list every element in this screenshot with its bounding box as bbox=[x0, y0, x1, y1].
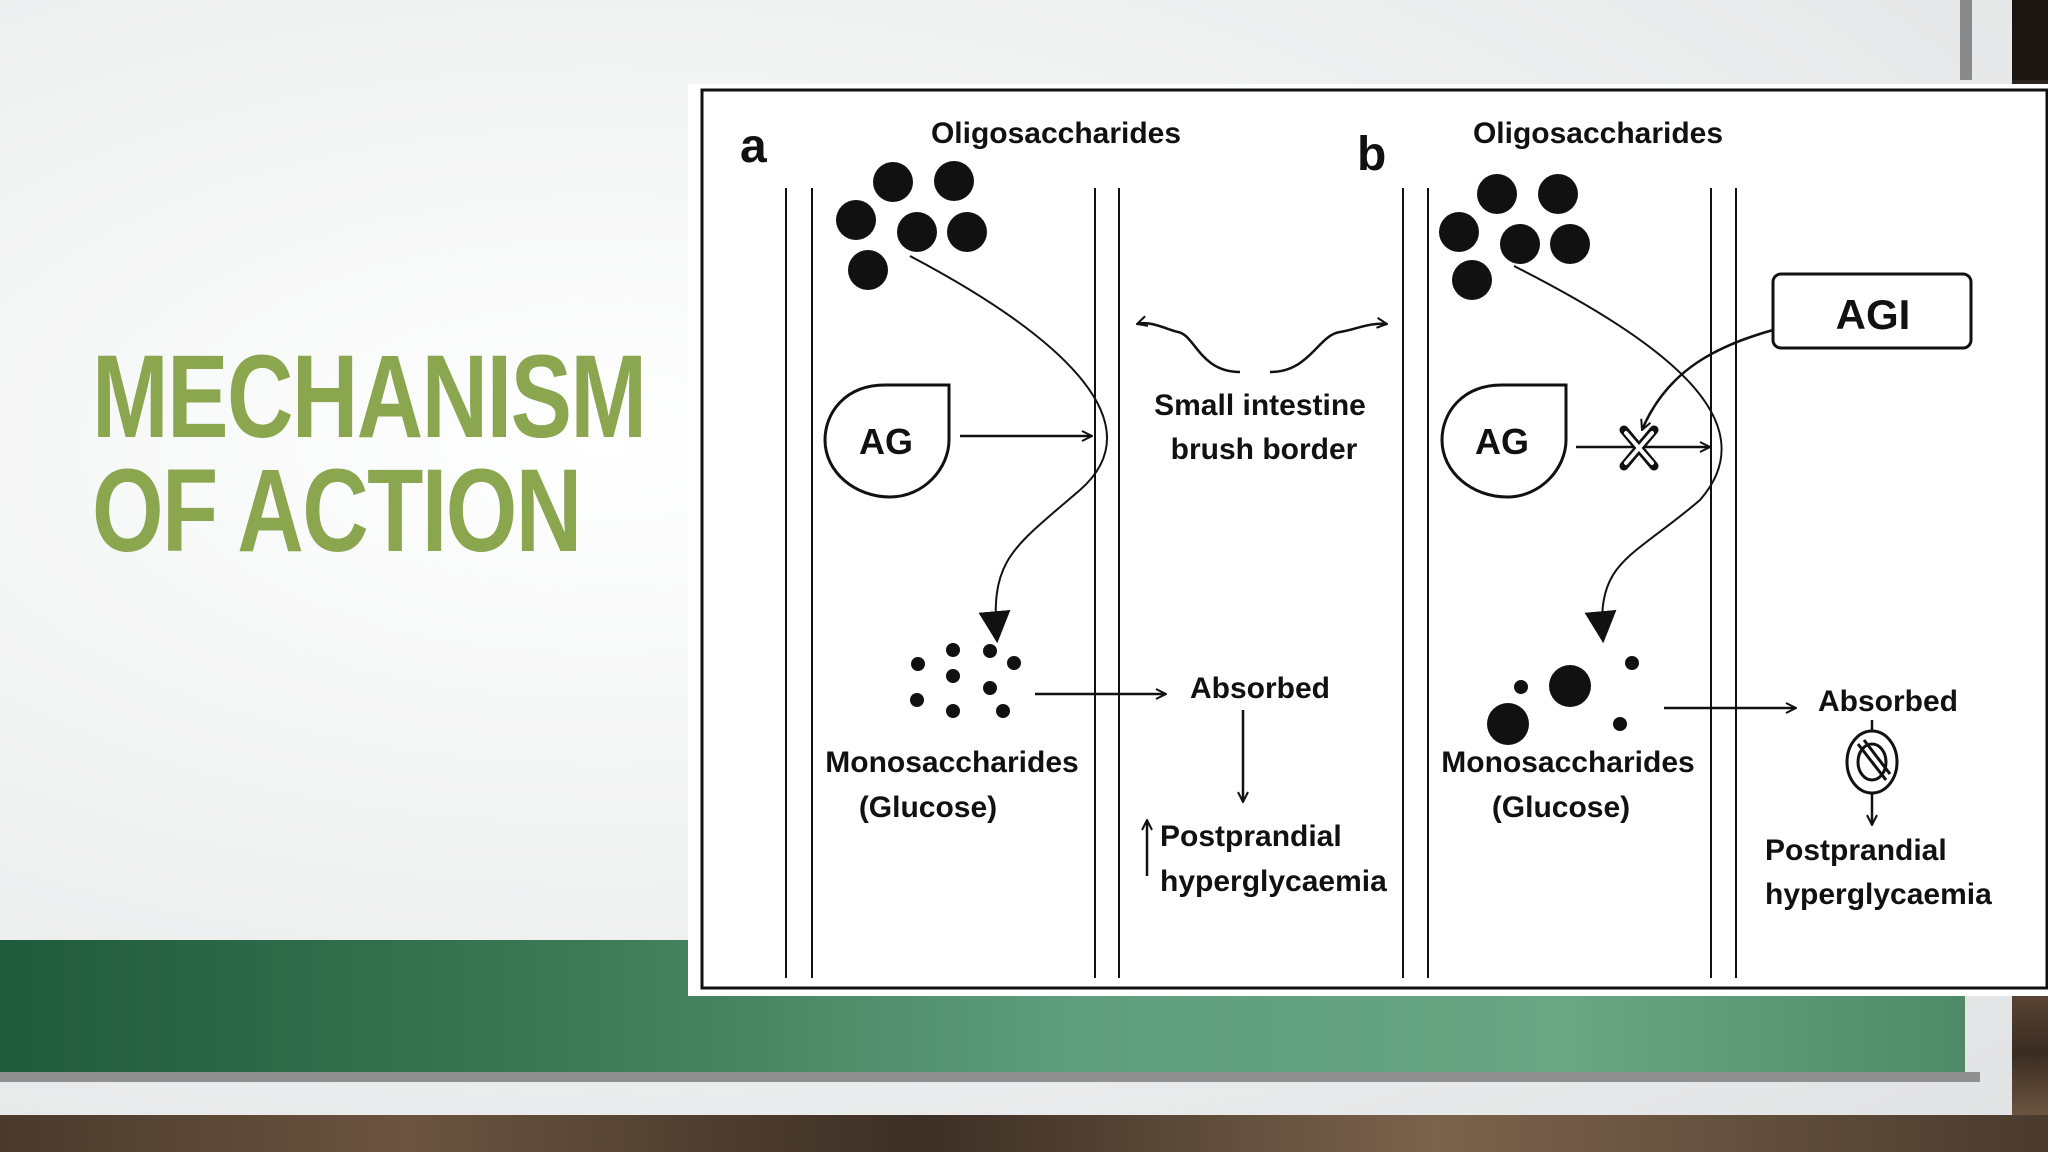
panel-b-inhibitor-label: AGI bbox=[1836, 291, 1911, 338]
panel-b-oligosaccharide-dots bbox=[1439, 174, 1590, 300]
diagram-figure: a Oligosaccharides AG Small intestine br… bbox=[688, 84, 2048, 996]
panel-b-no-effect-icon bbox=[1845, 729, 1899, 795]
panel-a-letter: a bbox=[740, 120, 767, 173]
panel-b-post-label-line-1: Postprandial bbox=[1765, 834, 1947, 867]
panel-a-digestion-path bbox=[909, 255, 1108, 644]
panel-b-enzyme-label: AG bbox=[1475, 421, 1529, 462]
accent-band-shadow bbox=[0, 1072, 1980, 1082]
panel-a-enzyme-label: AG bbox=[859, 421, 913, 462]
wood-background-right bbox=[2012, 990, 2048, 1115]
wood-background bbox=[0, 1115, 2048, 1152]
brush-border-label-line-2: brush border bbox=[1171, 433, 1358, 466]
panel-b-block-mark-inner bbox=[1624, 431, 1654, 465]
corner-shadow bbox=[2012, 0, 2048, 80]
membrane-lines bbox=[785, 188, 1737, 978]
panel-a-post-label-line-1: Postprandial bbox=[1160, 820, 1342, 853]
slide-title: MECHANISM OF ACTION bbox=[92, 331, 647, 577]
panel-b-mono-label-line-2: (Glucose) bbox=[1492, 791, 1630, 824]
panel-b-monosaccharide-dots bbox=[1487, 656, 1639, 745]
panel-b-absorbed-label: Absorbed bbox=[1818, 685, 1958, 718]
panel-a-oligosaccharides-label: Oligosaccharides bbox=[931, 117, 1181, 150]
panel-a-monosaccharide-dots bbox=[910, 643, 1021, 718]
title-line-2: OF ACTION bbox=[92, 445, 582, 577]
panel-a-mono-label-line-1: Monosaccharides bbox=[825, 746, 1078, 779]
panel-a-oligosaccharide-dots bbox=[836, 161, 987, 290]
panel-b-digestion-path bbox=[1513, 265, 1723, 644]
panel-b-post-label-line-2: hyperglycaemia bbox=[1765, 878, 1992, 911]
panel-b-mono-label-line-1: Monosaccharides bbox=[1441, 746, 1694, 779]
panel-a-enzyme-shape bbox=[823, 383, 951, 499]
panel-b-inhibitor-arrow bbox=[1642, 328, 1774, 430]
panel-a-post-label-line-2: hyperglycaemia bbox=[1160, 865, 1387, 898]
panel-a-mono-label-line-2: (Glucose) bbox=[859, 791, 997, 824]
panel-b-enzyme-shape bbox=[1440, 383, 1568, 499]
diagram-svg: a Oligosaccharides AG Small intestine br… bbox=[700, 88, 2048, 990]
brush-border-arrow-right bbox=[1269, 324, 1387, 374]
panel-b-oligosaccharides-label: Oligosaccharides bbox=[1473, 117, 1723, 150]
title-line-1: MECHANISM bbox=[92, 331, 647, 463]
panel-b-inhibitor-box bbox=[1771, 272, 1973, 350]
brush-border-label-line-1: Small intestine bbox=[1154, 389, 1366, 422]
frame-edge bbox=[1960, 0, 1972, 80]
brush-border-arrow-left bbox=[1137, 323, 1241, 374]
panel-b-letter: b bbox=[1357, 128, 1386, 181]
panel-a-absorbed-label: Absorbed bbox=[1190, 672, 1330, 705]
